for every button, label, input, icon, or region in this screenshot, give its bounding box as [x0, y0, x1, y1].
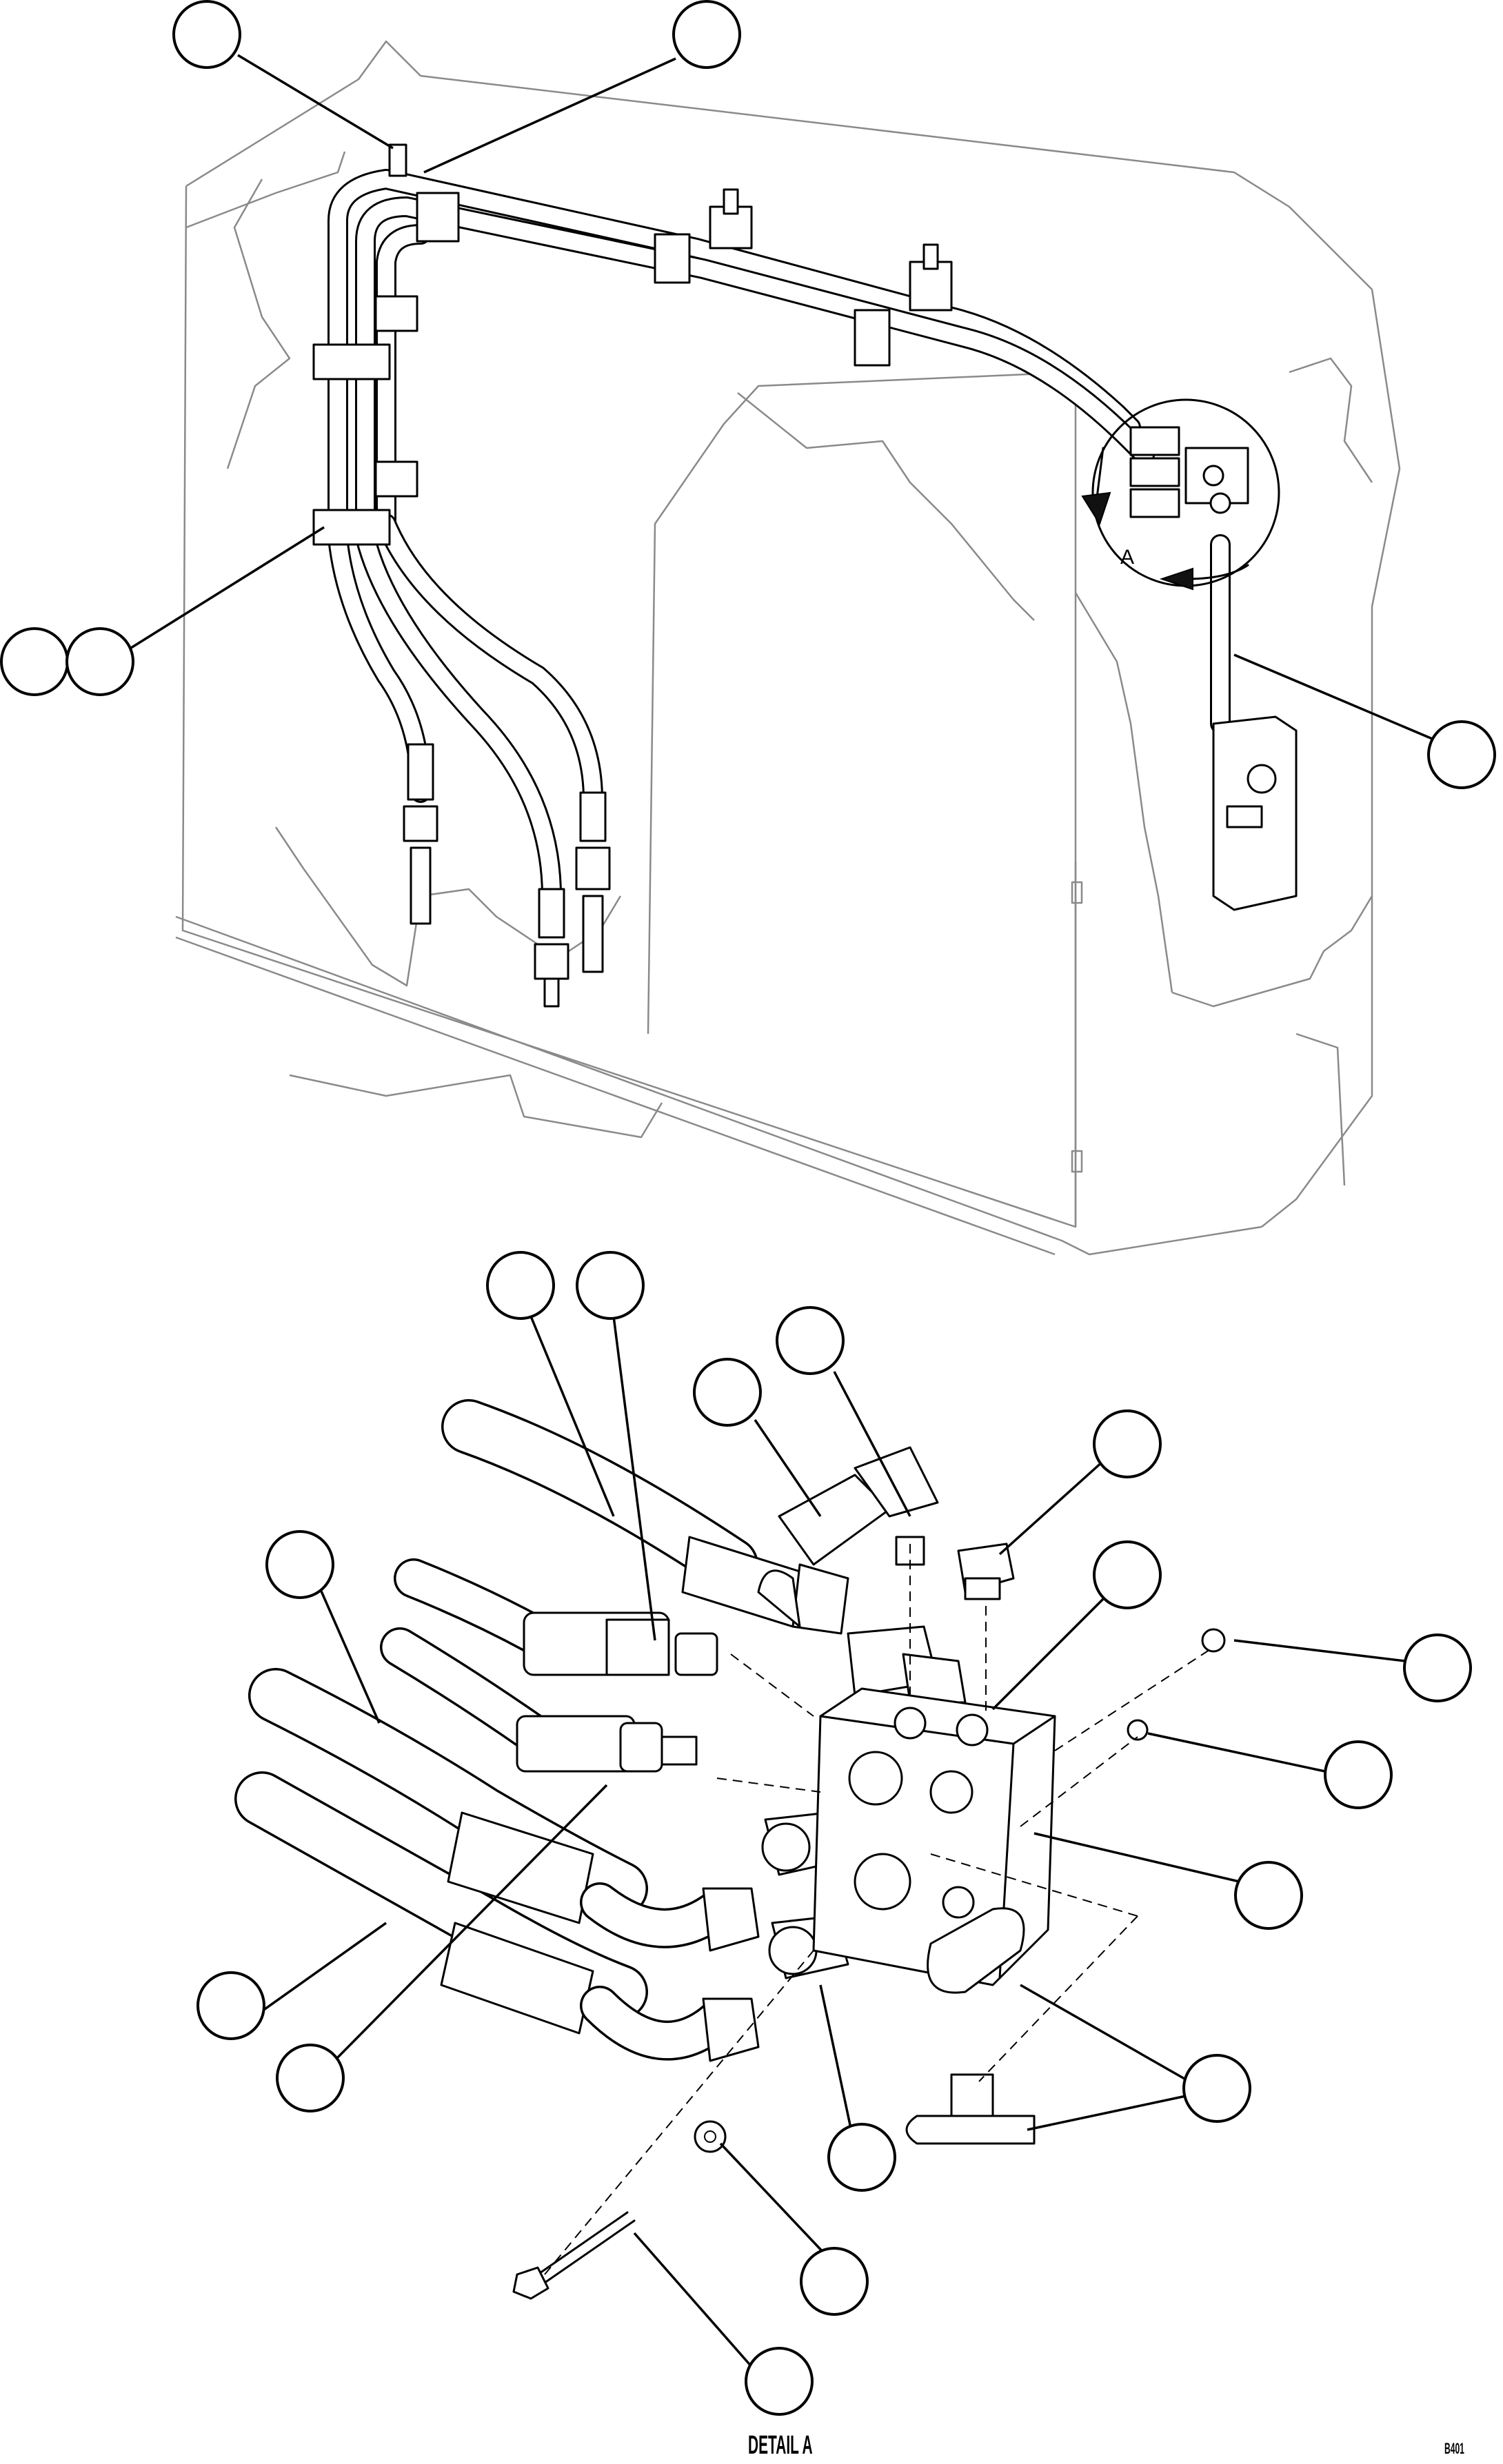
callout-bubble: [1324, 1740, 1393, 1809]
callout-bubble: [693, 1358, 762, 1427]
hose-clamps: [312, 143, 953, 546]
detail-circle-a: [1091, 398, 1280, 587]
machine-outline: [175, 40, 1401, 1256]
callout-bubbles: [0, 0, 1496, 2416]
callout-bubble: [745, 2347, 814, 2416]
callout-bubble: [576, 1251, 645, 1320]
mounting-bolt: [512, 2211, 636, 2300]
callout-bubble: [196, 1971, 265, 2040]
callout-bubble: [1182, 2054, 1251, 2123]
callout-bubble: [1427, 720, 1496, 789]
callout-bubble: [1234, 1861, 1303, 1930]
upper-hose-run: [327, 169, 1231, 906]
view-a-arrows: [1081, 447, 1249, 591]
valve-block-upper: [1212, 715, 1298, 911]
detail-hoses: [234, 1399, 758, 2019]
view-a-label: A: [1120, 546, 1134, 569]
callout-bubble: [172, 0, 241, 69]
hose-fittings: [440, 1446, 1226, 2153]
callout-bubble: [776, 1306, 845, 1375]
figure-code: B401: [1444, 2440, 1464, 2457]
callout-bubble: [672, 0, 741, 69]
callout-bubble: [800, 2247, 869, 2316]
callout-bubble: [265, 1530, 334, 1599]
callout-bubble: [486, 1251, 555, 1320]
callout-bubble: [65, 627, 134, 696]
assembly-dashed-lines: [544, 1544, 1214, 2275]
callout-bubble: [1093, 1409, 1162, 1478]
callout-bubble: [276, 2044, 345, 2112]
leader-lines: [130, 54, 1462, 2376]
callout-bubble: [1403, 1633, 1472, 1702]
detail-a-caption: DETAIL A: [748, 2431, 813, 2460]
lifting-eyes: [905, 1907, 1036, 2145]
callout-bubble: [827, 2123, 896, 2192]
callout-bubble: [1093, 1540, 1162, 1609]
callout-bubble: [0, 627, 69, 696]
quick-couplers: [403, 743, 611, 1008]
